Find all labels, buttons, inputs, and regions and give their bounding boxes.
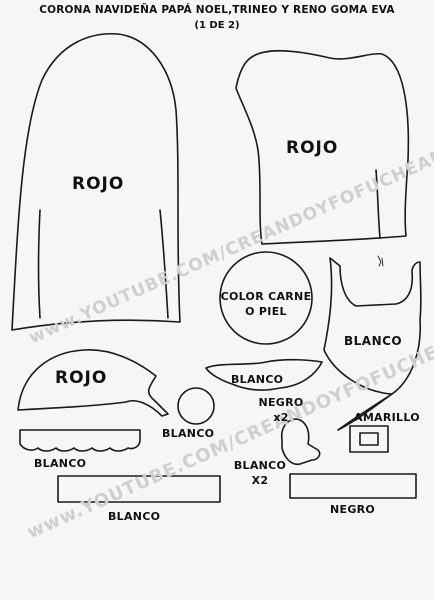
pompom-piece	[177, 387, 215, 425]
hat-trim-piece	[19, 429, 141, 452]
santa-face-piece	[219, 251, 313, 345]
sleigh-front-piece	[235, 49, 410, 245]
page-title: CORONA NAVIDEÑA PAPÁ NOEL,TRINEO Y RENO …	[39, 4, 395, 16]
label-negro-x2-line1: NEGRO	[258, 396, 304, 409]
label-color-carne: COLOR CARNE O PIEL	[213, 290, 319, 320]
santa-body-line-right	[159, 209, 169, 319]
buckle-outer	[349, 425, 389, 453]
beard-piece	[323, 257, 422, 395]
label-amarillo: AMARILLO	[354, 411, 420, 424]
mitten-piece	[280, 418, 321, 466]
buckle-inner	[359, 432, 379, 446]
label-rojo-body: ROJO	[72, 174, 125, 194]
beard-tail	[337, 393, 393, 431]
mustache-piece	[205, 358, 323, 391]
scribble-mark	[377, 255, 384, 267]
label-rojo-sleigh: ROJO	[286, 138, 339, 158]
label-color-carne-line1: COLOR CARNE	[220, 290, 312, 303]
label-blanco-strip: BLANCO	[108, 510, 161, 523]
santa-hat-piece	[17, 349, 169, 417]
label-negro-x2: NEGRO x2	[256, 396, 306, 426]
label-rojo-hat: ROJO	[55, 368, 108, 388]
santa-body-piece	[11, 32, 181, 331]
label-color-carne-line2: O PIEL	[245, 304, 287, 318]
santa-body-line-left	[37, 209, 41, 319]
label-blanco-hat-trim: BLANCO	[34, 457, 87, 470]
label-blanco-ball: BLANCO	[162, 427, 215, 440]
label-blanco-x2-line1: BLANCO	[233, 459, 287, 472]
label-blanco-x2: BLANCO X2	[228, 459, 292, 489]
label-blanco-x2-line2: X2	[251, 473, 269, 487]
label-blanco-mustache: BLANCO	[231, 373, 284, 386]
page-subtitle: (1 DE 2)	[194, 20, 240, 31]
label-negro-x2-line2: x2	[273, 410, 289, 424]
white-strip-piece	[57, 475, 221, 503]
label-negro-strip: NEGRO	[330, 503, 376, 516]
black-strip-piece	[289, 473, 417, 499]
label-blanco-beard: BLANCO	[344, 334, 403, 348]
sleigh-front-line	[375, 169, 381, 239]
